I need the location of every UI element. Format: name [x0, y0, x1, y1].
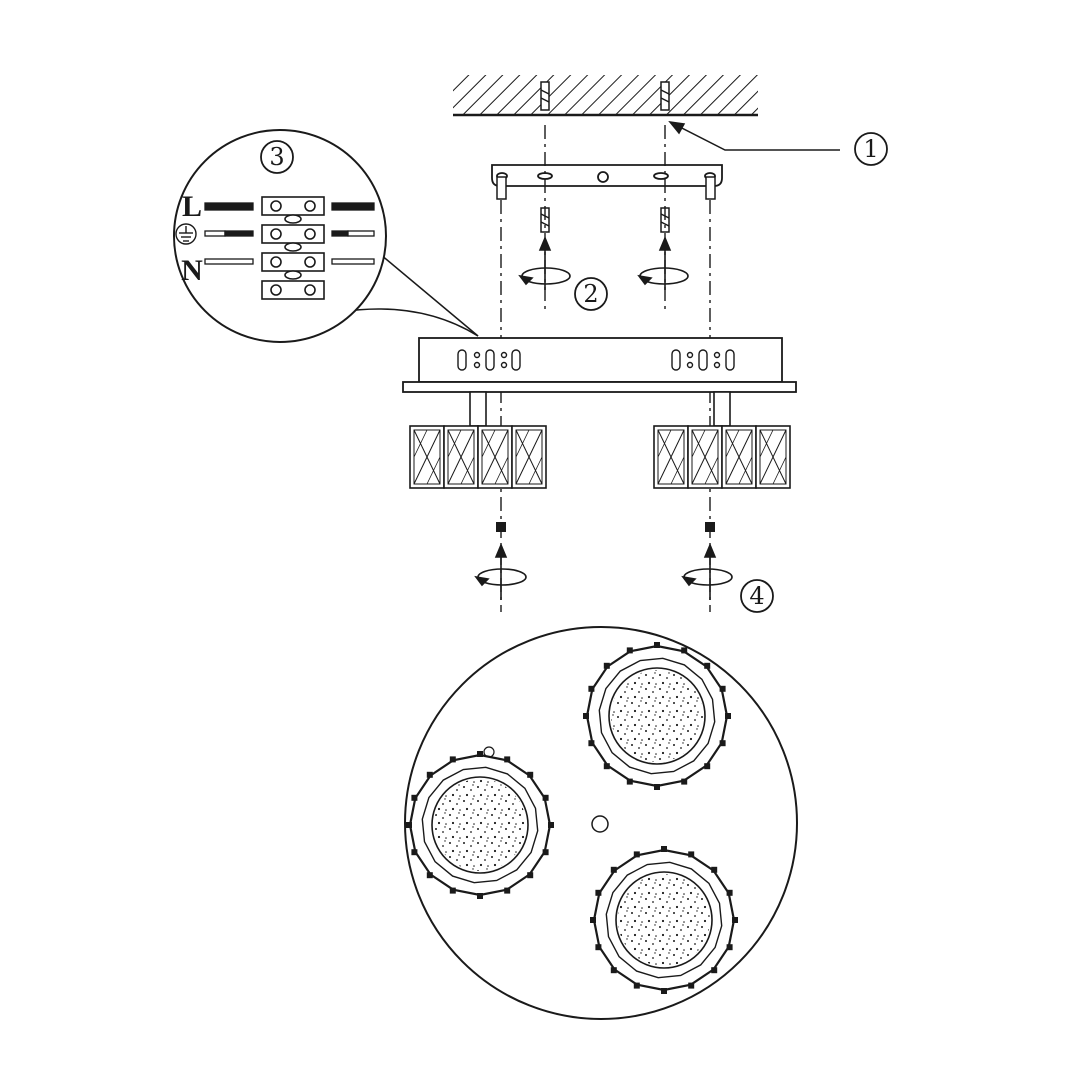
ceiling [453, 75, 758, 117]
neutral-wire-label: N [181, 254, 203, 287]
canopy [402, 337, 797, 393]
earth-ground-icon [175, 223, 197, 245]
wire [204, 202, 375, 265]
step-2-marker: 2 [574, 277, 608, 311]
bracket-bolt [496, 176, 716, 200]
mounting-bracket [491, 164, 723, 187]
rotation-arrow [474, 542, 733, 600]
crystal-shade-left [409, 425, 547, 489]
step-4-label: 4 [749, 582, 764, 610]
crystal-ring-bottom [590, 846, 738, 994]
live-wire-label: L [182, 190, 202, 223]
terminal-block [261, 196, 325, 300]
crystal-ring-top [583, 642, 731, 790]
step-1-label: 1 [863, 135, 878, 163]
bulb [496, 522, 715, 532]
fixture-bottom-view [404, 626, 798, 1020]
callout-1-leader [668, 120, 840, 151]
screw [540, 207, 670, 233]
rotation-arrow [518, 235, 689, 290]
step-4-marker: 4 [740, 579, 774, 613]
lamp-stem [469, 391, 731, 427]
wall-anchor [540, 81, 670, 111]
crystal-shade-right [653, 425, 791, 489]
step-1-marker: 1 [854, 132, 888, 166]
wiring-detail: 3 L N [173, 129, 479, 343]
canopy-holes [457, 349, 735, 371]
step-3-marker: 3 [260, 140, 294, 174]
step-2-label: 2 [583, 280, 598, 308]
step-3-label: 3 [269, 143, 284, 171]
crystal-ring-left [406, 751, 554, 899]
